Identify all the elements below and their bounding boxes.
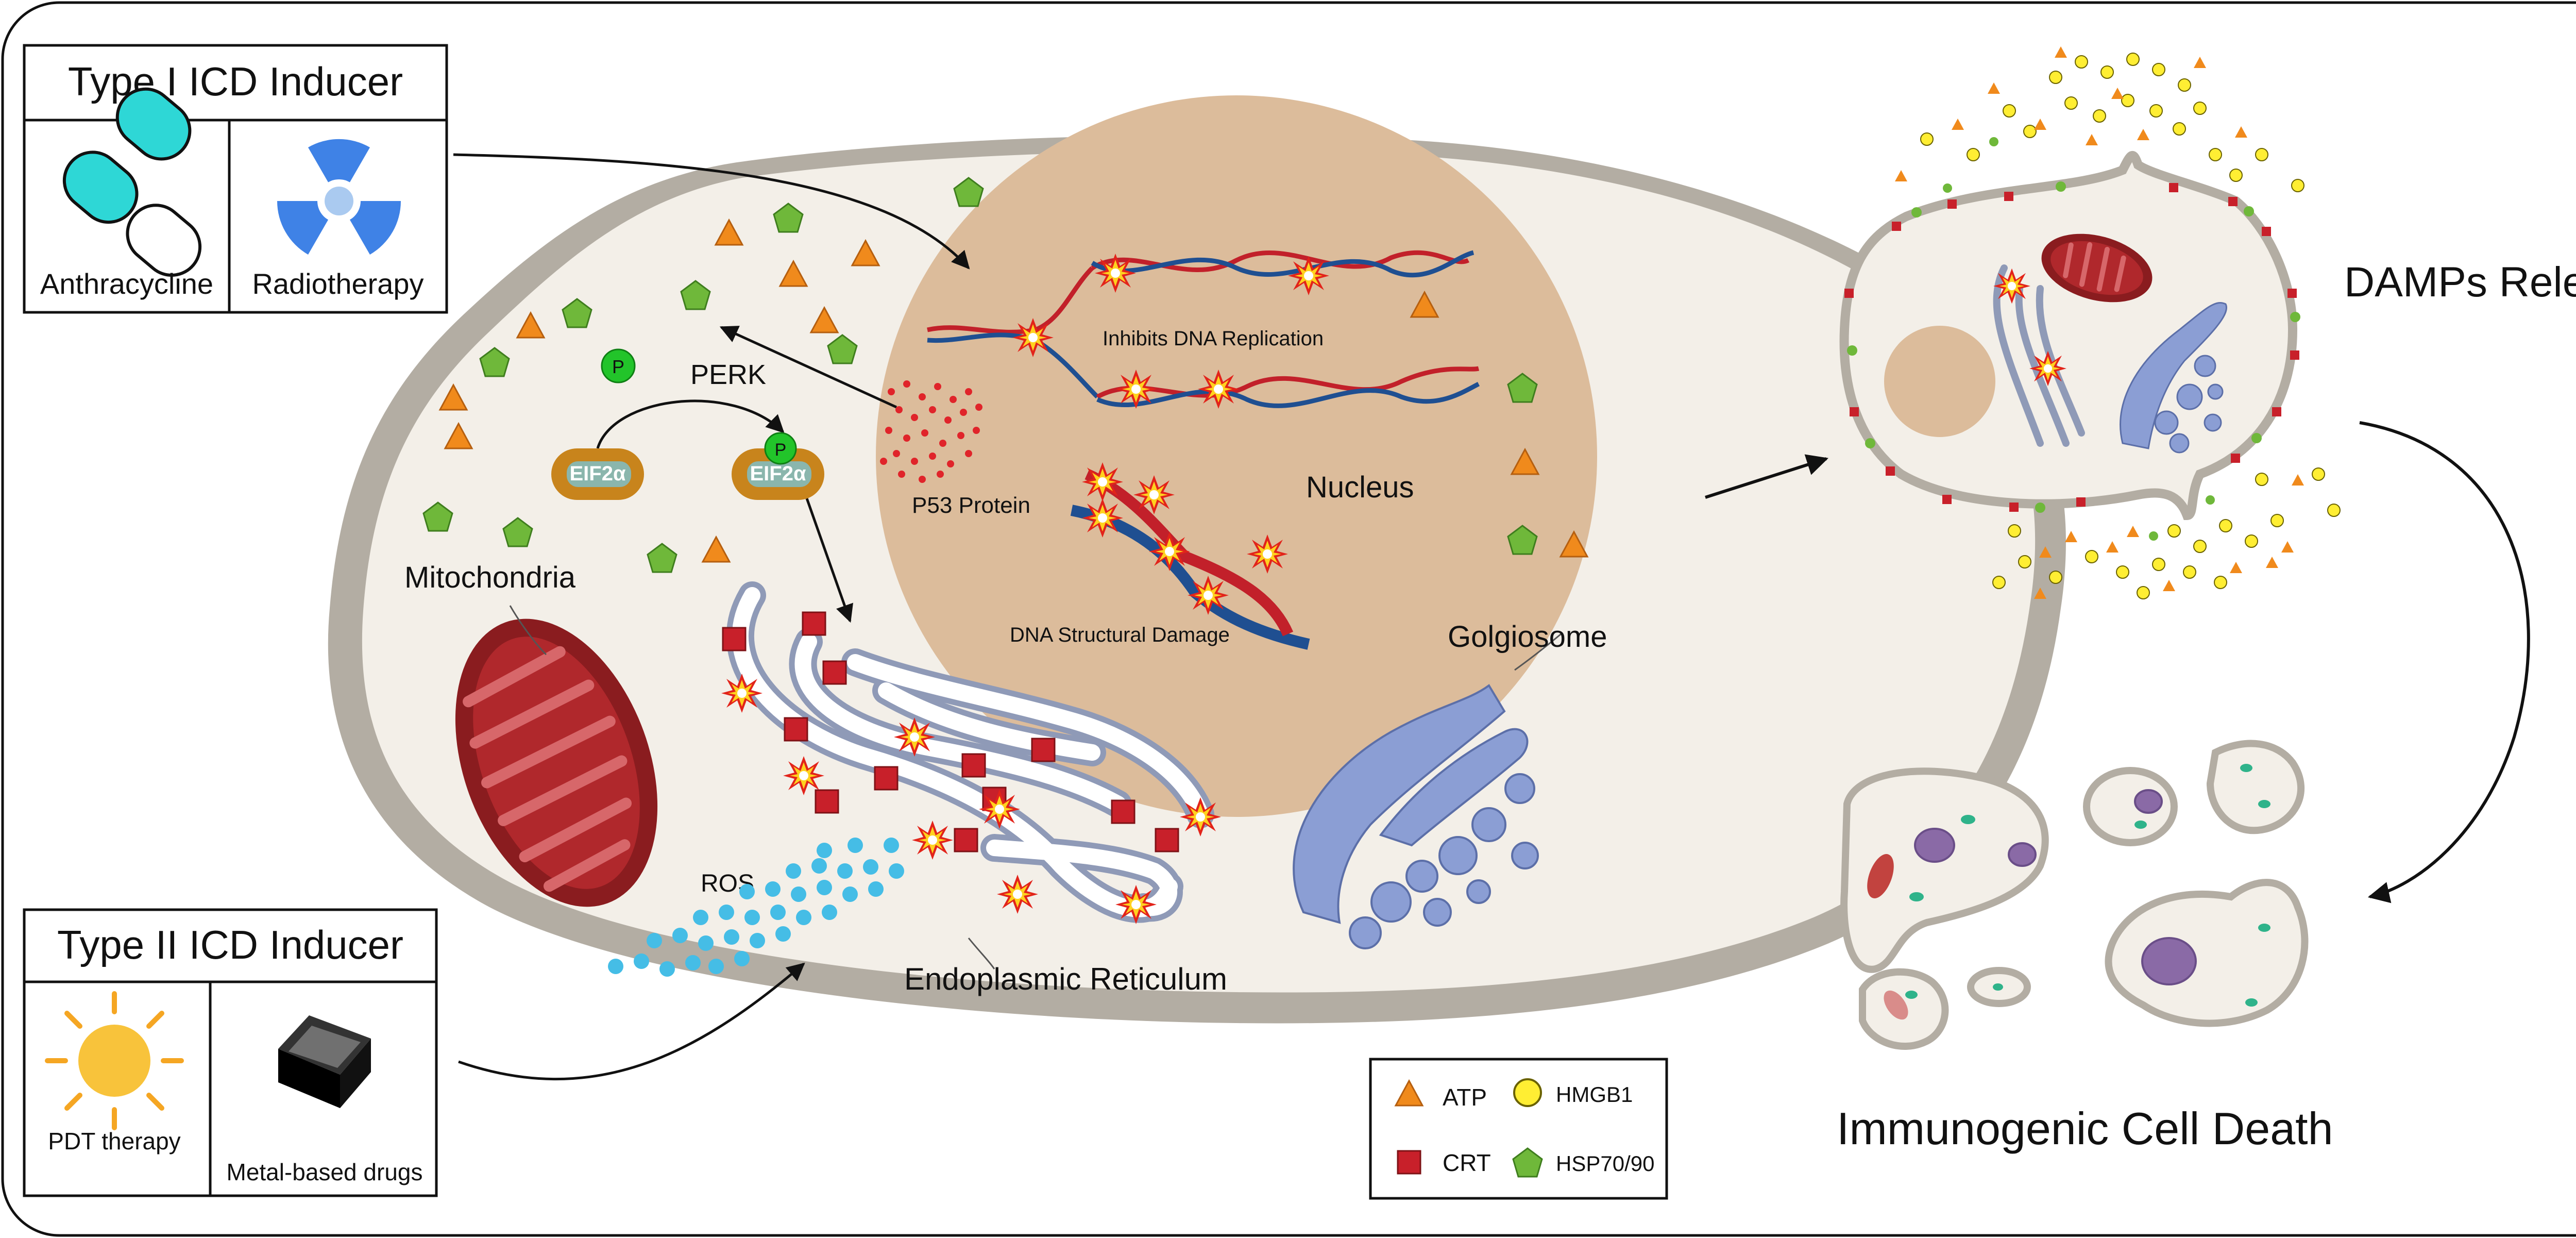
p53-label: P53 Protein bbox=[912, 493, 1030, 518]
apoptotic-bodies bbox=[1840, 740, 2309, 1050]
damps-release-cell bbox=[1839, 46, 2341, 599]
radiation-icon bbox=[277, 139, 401, 255]
icd-label: Immunogenic Cell Death bbox=[1837, 1103, 2333, 1154]
golgiosome-label: Golgiosome bbox=[1448, 620, 1607, 654]
perk-label: PERK bbox=[690, 359, 766, 390]
eif2a-phosphorylated: EIF2α bbox=[732, 448, 824, 500]
mitochondria bbox=[455, 618, 658, 907]
released-damps-bottom bbox=[1992, 467, 2341, 599]
damps-release-label: DAMPs Release bbox=[2344, 259, 2576, 306]
sun-icon bbox=[45, 991, 184, 1130]
er-label: Endoplasmic Reticulum bbox=[904, 962, 1227, 996]
dna-damage-label: DNA Structural Damage bbox=[1010, 624, 1230, 646]
dna-strands bbox=[927, 250, 1480, 650]
mitochondria-label: Mitochondria bbox=[404, 561, 576, 594]
pdt-label: PDT therapy bbox=[48, 1128, 180, 1155]
inhibits-dna-label: Inhibits DNA Replication bbox=[1103, 327, 1324, 350]
phospho-label-2: P bbox=[775, 440, 787, 460]
eif2a-unphosphorylated: EIF2α bbox=[551, 448, 644, 500]
released-damps-top bbox=[1895, 46, 2304, 193]
type2-title: Type II ICD Inducer bbox=[57, 922, 403, 967]
phospho-marker-1: P bbox=[601, 348, 636, 383]
metal-ingot-icon bbox=[278, 1015, 371, 1108]
phospho-marker-2: P bbox=[764, 432, 797, 465]
type1-title: Type I ICD Inducer bbox=[68, 59, 403, 104]
phospho-label-1: P bbox=[612, 356, 624, 377]
arrow-to-icd bbox=[2359, 421, 2530, 904]
metal-drugs-label: Metal-based drugs bbox=[227, 1159, 423, 1185]
legend-crt-label: CRT bbox=[1443, 1149, 1491, 1176]
eif2a-label-1: EIF2α bbox=[569, 462, 625, 485]
radiotherapy-label: Radiotherapy bbox=[252, 267, 423, 300]
type2-inducer-box: Type II ICD Inducer PDT therapy Metal-ba… bbox=[23, 908, 438, 1197]
type1-inducer-box: Type I ICD Inducer Anthracycline Radioth… bbox=[23, 44, 448, 314]
type2-arrow bbox=[458, 962, 805, 1081]
pill-capsule-icon bbox=[62, 87, 202, 277]
legend-hmgb1-label: HMGB1 bbox=[1556, 1082, 1633, 1107]
main-cell: EIF2α EIF2α P P PERK P53 Protein Inhibit… bbox=[328, 95, 2066, 1024]
arrow-to-damps bbox=[1705, 454, 1829, 499]
nucleus-label: Nucleus bbox=[1306, 471, 1414, 504]
golgiosome bbox=[1293, 684, 1539, 949]
endoplasmic-reticulum bbox=[726, 581, 1214, 923]
eif2a-label-2: EIF2α bbox=[750, 462, 806, 485]
legend-hsp-label: HSP70/90 bbox=[1556, 1151, 1654, 1176]
legend-atp-label: ATP bbox=[1443, 1084, 1487, 1111]
anthracycline-label: Anthracycline bbox=[40, 267, 213, 300]
apoptotic-contents bbox=[1867, 764, 2270, 1020]
pathway-arrows bbox=[453, 153, 970, 623]
legend: ATP HMGB1 CRT HSP70/90 bbox=[1369, 1058, 1668, 1200]
